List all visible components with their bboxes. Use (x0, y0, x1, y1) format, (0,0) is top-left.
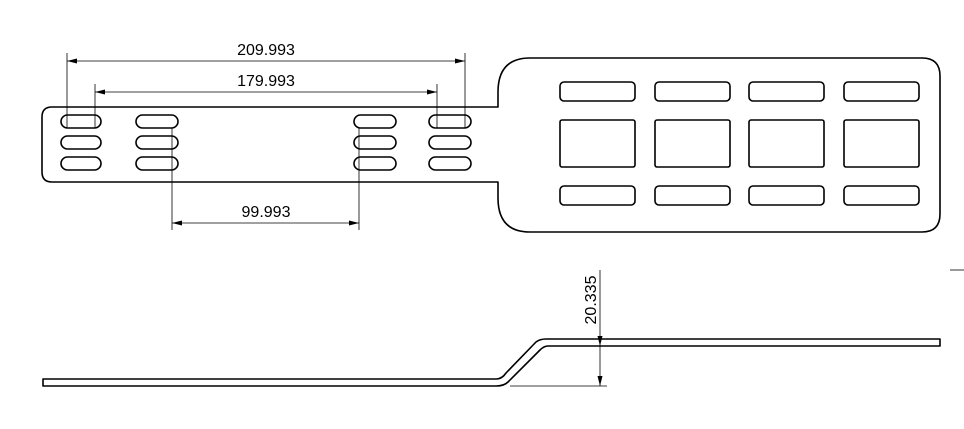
rect-cutout-top (559, 81, 636, 102)
dimension-inner-span: 179.993 (94, 73, 438, 128)
oblong-slot (135, 156, 179, 171)
oblong-slot (428, 156, 472, 171)
slot-group-right (353, 114, 472, 171)
rect-cutout-top (654, 81, 731, 102)
dimension-label: 20.335 (583, 275, 600, 324)
oblong-slot (135, 114, 179, 129)
slot-group-left (60, 114, 179, 171)
rect-cutout-middle (654, 119, 731, 168)
oblong-slot (135, 135, 179, 150)
side-view: 20.335 (42, 270, 941, 387)
rect-cutout-bottom (559, 185, 636, 206)
plate-outline (41, 57, 941, 233)
rect-cutout-top (843, 81, 920, 102)
rect-cutout-bottom (843, 185, 920, 206)
oblong-slot (353, 135, 397, 150)
top-view: 209.993 179.993 99.993 (41, 42, 941, 233)
oblong-slot (353, 156, 397, 171)
oblong-slot (60, 114, 102, 129)
rect-cutout-middle (843, 119, 920, 168)
bent-profile (42, 338, 941, 387)
dimension-label: 179.993 (237, 73, 295, 90)
rect-cutout-top (748, 81, 825, 102)
dimension-label: 99.993 (242, 204, 291, 221)
rect-cutout-middle (748, 119, 825, 168)
dimension-overall-span: 209.993 (66, 42, 466, 128)
oblong-slot (60, 135, 102, 150)
dimension-offset-height: 20.335 (510, 270, 607, 387)
oblong-slot (60, 156, 102, 171)
rect-cutout-bottom (654, 185, 731, 206)
oblong-slot (428, 114, 472, 129)
dimension-label: 209.993 (237, 42, 295, 59)
dimension-middle-span: 99.993 (171, 128, 360, 230)
paddle-cutouts (559, 81, 920, 206)
oblong-slot (428, 135, 472, 150)
rect-cutout-bottom (748, 185, 825, 206)
rect-cutout-middle (559, 119, 636, 168)
oblong-slot (353, 114, 397, 129)
